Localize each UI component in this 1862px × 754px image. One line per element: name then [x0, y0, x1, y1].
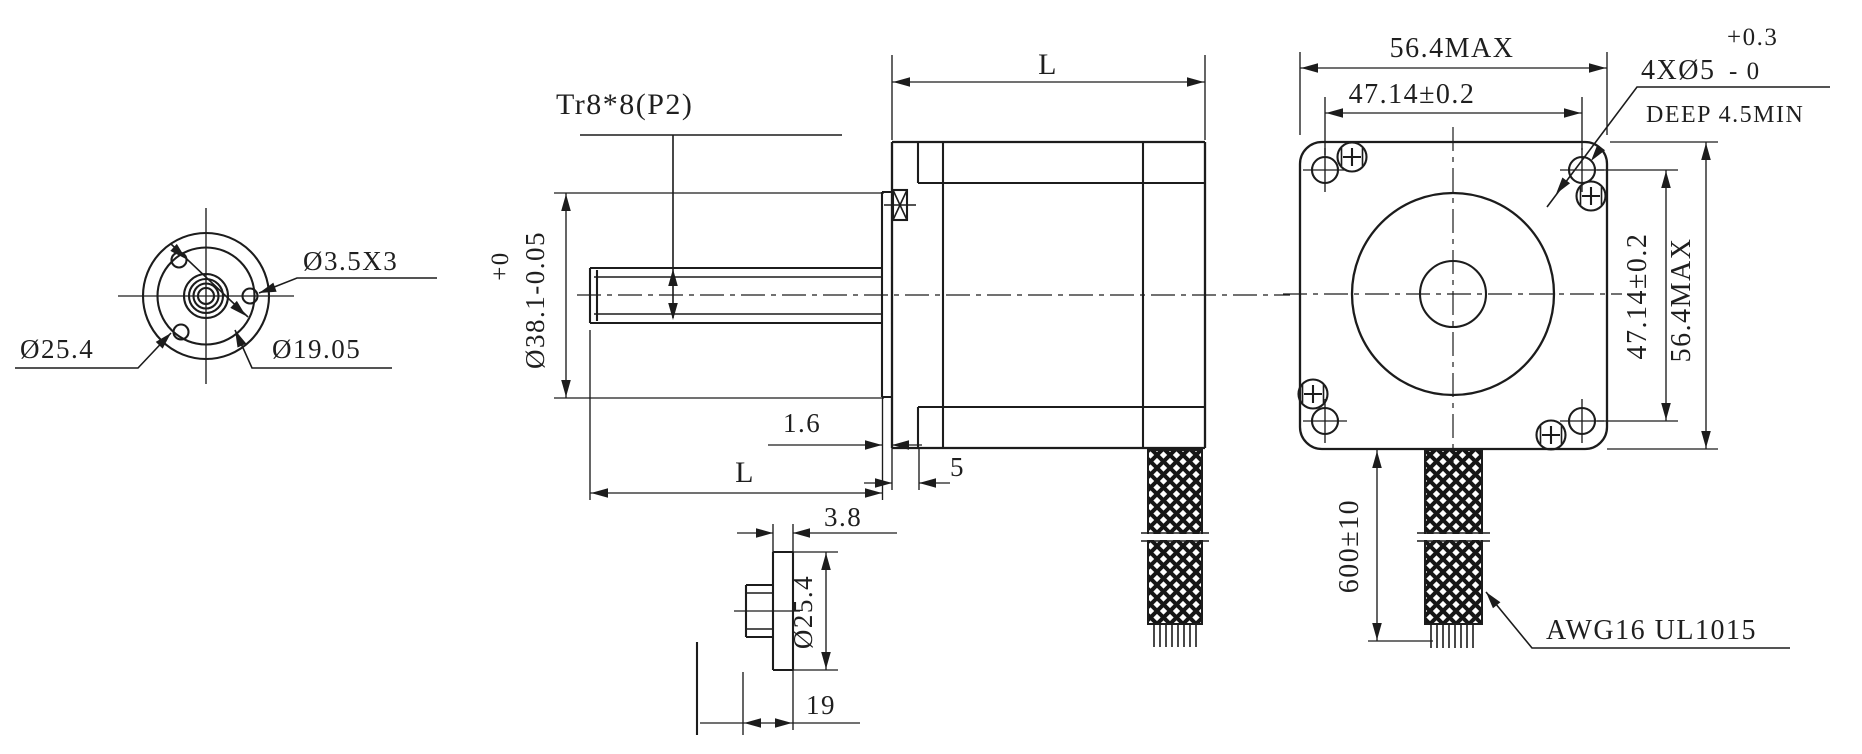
nut-flange-dia-label: Ø25.4 — [20, 334, 94, 364]
body-length-dimension: L — [891, 48, 1206, 140]
cable-spec-callout: AWG16 UL1015 — [1482, 588, 1790, 649]
faceplate-thickness-label: 5 — [950, 452, 965, 482]
cable-length-label: 600±10 — [1334, 499, 1365, 593]
nut-detail-dia-label: Ø25.4 — [788, 575, 818, 649]
boss-dia-dimension: +0 Ø38.1-0.05 — [487, 192, 884, 399]
mounting-holes — [1303, 148, 1604, 443]
height-max-dimension: 56.4MAX — [1607, 141, 1718, 450]
boss-height-label: 1.6 — [783, 408, 821, 438]
nut-side-detail-view: 3.8 Ø25.4 19 — [695, 502, 897, 735]
boss-dia-tol-upper: +0 — [487, 251, 514, 281]
height-max-label: 56.4MAX — [1666, 238, 1697, 363]
hole-tol-lower-label: - 0 — [1729, 58, 1761, 85]
cable-spec-leader — [1485, 591, 1790, 649]
faceplate-dimension: 5 — [864, 448, 965, 490]
nut-profile — [744, 550, 795, 672]
rear-cover-screws — [1297, 141, 1607, 451]
hole-spacing-side-dimension: 47.14±0.2 — [1597, 169, 1678, 422]
rear-centerlines — [1283, 127, 1622, 468]
width-max-label: 56.4MAX — [1390, 33, 1515, 64]
flange-thickness-label: 3.8 — [824, 502, 862, 532]
motor-rear-view: 56.4MAX 47.14±0.2 4XØ5 +0.3 - 0 DEEP 4.5… — [1283, 24, 1830, 649]
cable-rear-view — [1417, 449, 1490, 648]
hole-callout-label: 4XØ5 — [1641, 55, 1715, 86]
nut-bcd-label: Ø19.05 — [272, 334, 361, 364]
hole-spacing-side-label: 47.14±0.2 — [1622, 233, 1653, 360]
cable-length-dimension: 600±10 — [1334, 450, 1433, 642]
hole-tol-upper-label: +0.3 — [1727, 24, 1778, 51]
boss-height-dimension: 1.6 — [768, 408, 922, 450]
pilot-boss — [880, 190, 892, 399]
motor-side-view: Tr8*8(P2) +0 Ø38.1-0.05 L L — [487, 48, 1290, 647]
boss-dia-label: Ø38.1-0.05 — [520, 231, 550, 369]
screw-length-dimension: L — [589, 330, 884, 500]
motor-body — [890, 140, 1207, 450]
hole-spacing-top-label: 47.14±0.2 — [1349, 79, 1476, 110]
flange-thickness-dimension: 3.8 — [737, 502, 897, 552]
cable-spec-label: AWG16 UL1015 — [1546, 615, 1757, 646]
thread-callout: Tr8*8(P2) — [556, 88, 842, 320]
body-length-label: L — [1038, 48, 1058, 81]
nut-flange-dia-dimension: Ø25.4 — [788, 551, 838, 671]
hole-callout-leader — [1546, 86, 1830, 208]
cable-side-view — [1141, 449, 1209, 647]
nut-length-label: 19 — [806, 690, 836, 720]
hole-depth-label: DEEP 4.5MIN — [1646, 102, 1804, 128]
nut-length-dimension: 19 — [695, 642, 860, 735]
hole-callout-block: 4XØ5 +0.3 - 0 DEEP 4.5MIN — [1546, 24, 1830, 208]
lead-screw — [588, 266, 882, 325]
faceplate-screw — [884, 188, 916, 222]
width-max-dimension: 56.4MAX — [1299, 33, 1608, 135]
nut-centerlines — [118, 208, 294, 384]
nut-front-view: Ø3.5X3 Ø25.4 Ø19.05 — [15, 208, 437, 384]
thread-spec-label: Tr8*8(P2) — [556, 88, 693, 121]
hole-spacing-top-dimension: 47.14±0.2 — [1324, 79, 1583, 155]
screw-length-label: L — [735, 456, 755, 489]
nut-hole-callout-label: Ø3.5X3 — [303, 246, 398, 276]
